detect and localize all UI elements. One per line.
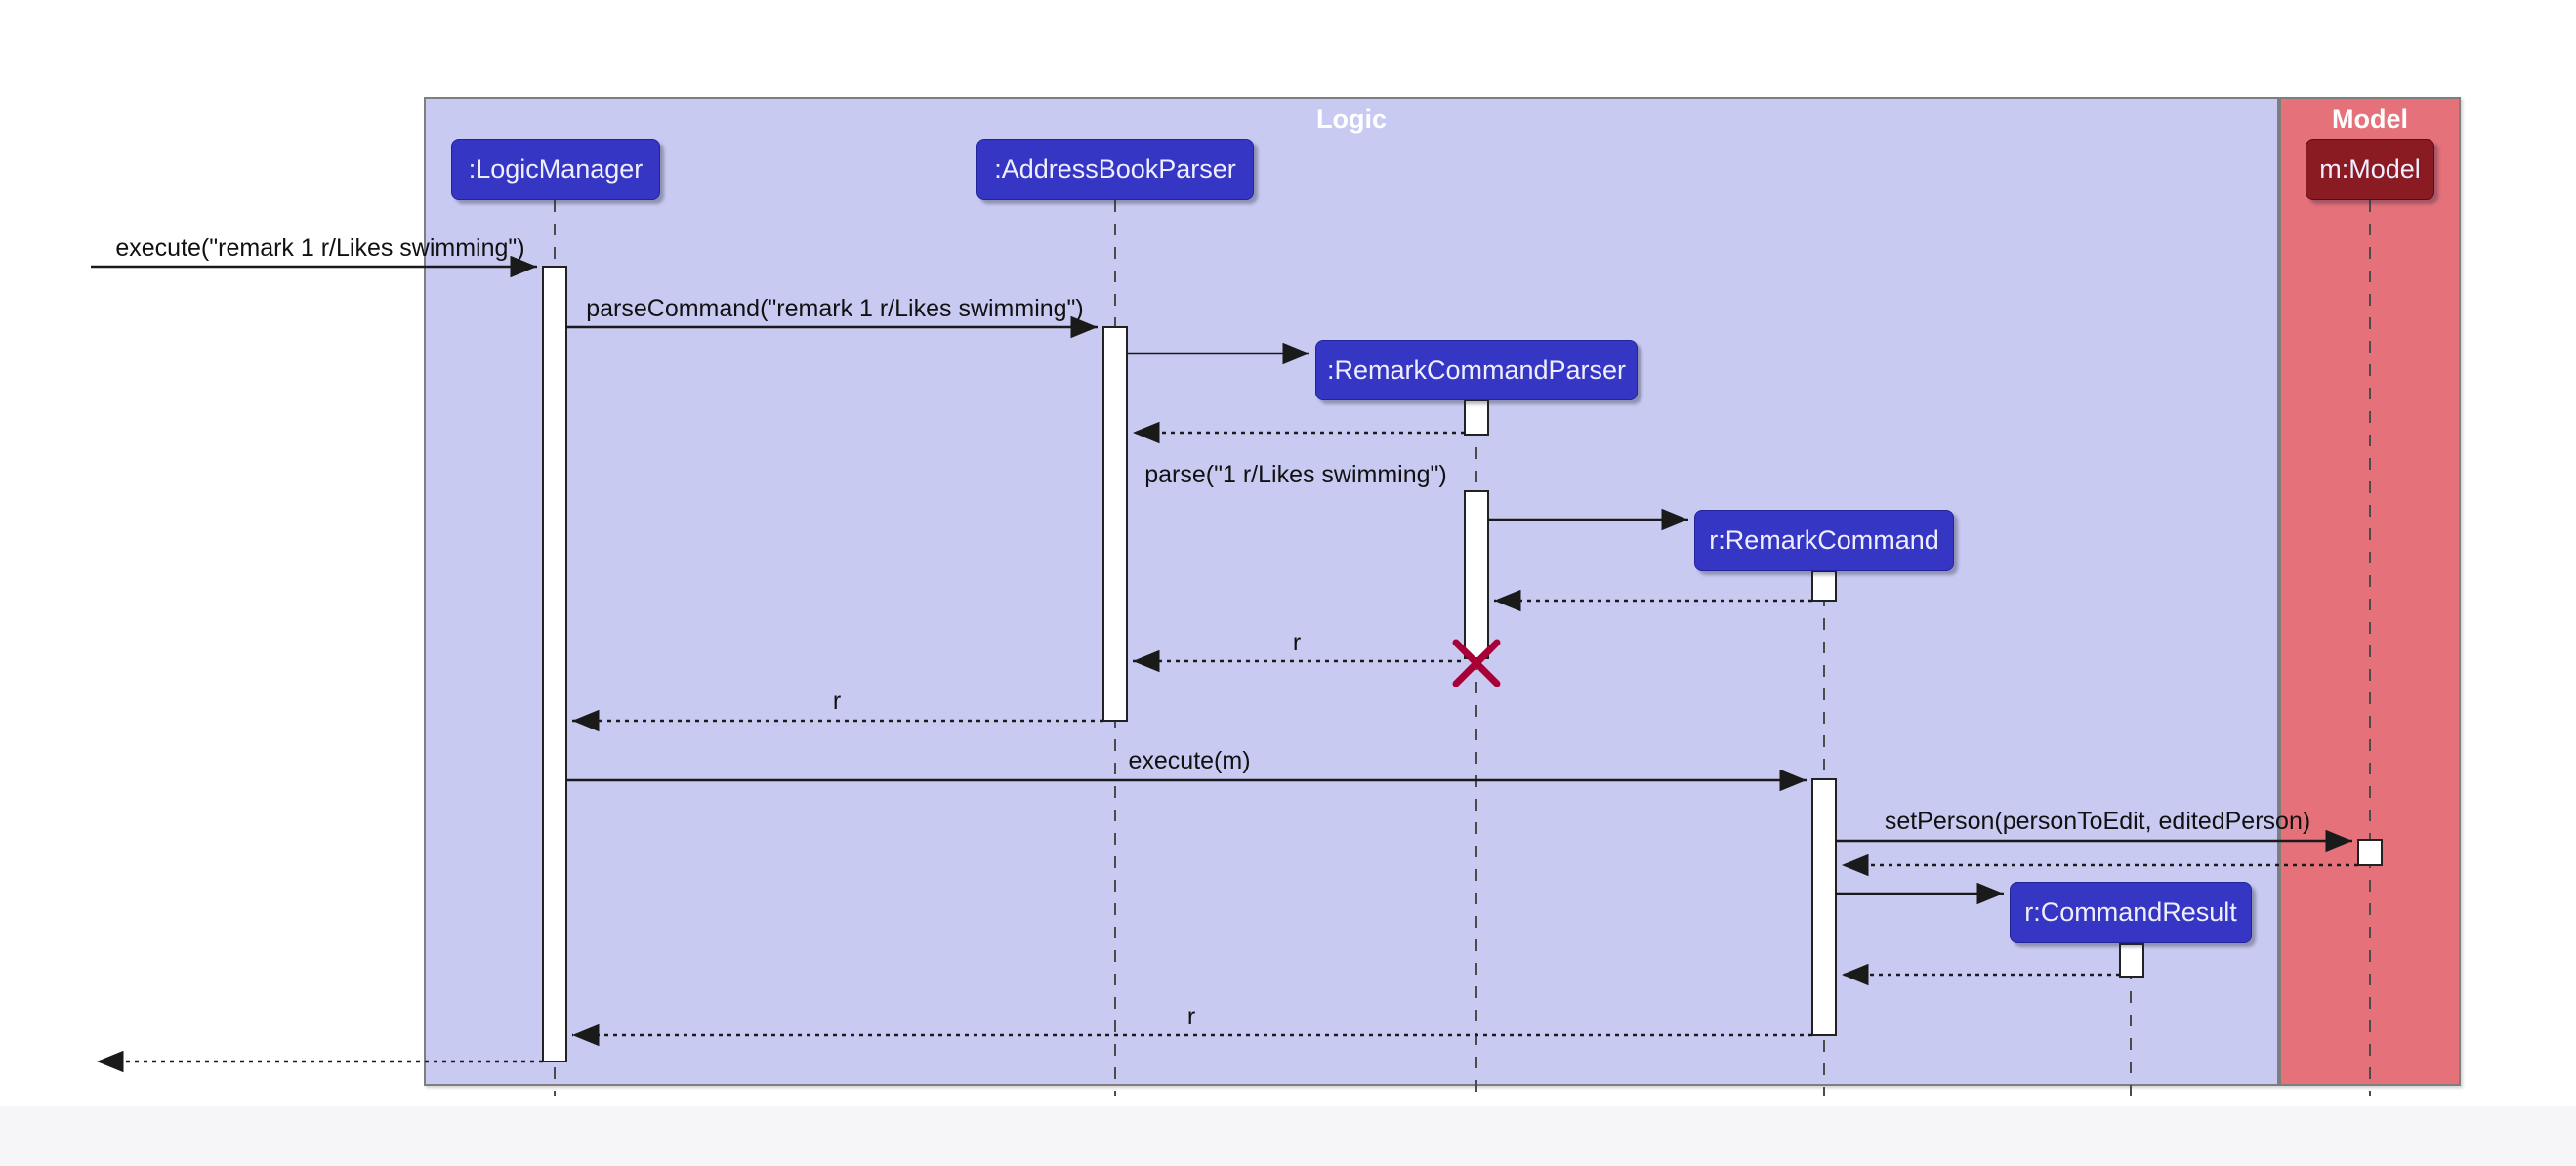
logic-frame-title: Logic bbox=[1316, 104, 1387, 134]
model-frame-title: Model bbox=[2332, 104, 2408, 134]
message-label-return-r-command: r bbox=[1186, 1003, 1196, 1030]
page-bottom-strip bbox=[0, 1106, 2576, 1166]
logic-frame: Logic bbox=[424, 97, 2279, 1086]
participant-remark-command: r:RemarkCommand bbox=[1694, 510, 1954, 571]
participant-model-label: m:Model bbox=[2319, 154, 2421, 184]
destroy-x-icon bbox=[1452, 639, 1501, 687]
model-frame: Model bbox=[2279, 97, 2461, 1086]
message-label-execute-user: execute("remark 1 r/Likes swimming") bbox=[115, 234, 525, 262]
participant-command-result: r:CommandResult bbox=[2010, 882, 2252, 943]
participant-logic-manager: :LogicManager bbox=[451, 139, 660, 200]
message-label-set-person: setPerson(personToEdit, editedPerson) bbox=[1884, 808, 2311, 835]
solid-arrows bbox=[91, 255, 2352, 905]
activation-bars bbox=[542, 266, 2383, 1062]
message-label-parse-command: parseCommand("remark 1 r/Likes swimming"… bbox=[586, 295, 1084, 322]
message-label-return-r-parser: r bbox=[1292, 629, 1302, 656]
participant-address-book-parser-label: :AddressBookParser bbox=[994, 154, 1236, 184]
participant-command-result-label: r:CommandResult bbox=[2024, 897, 2237, 927]
participant-address-book-parser: :AddressBookParser bbox=[976, 139, 1254, 200]
return-arrows bbox=[97, 421, 2358, 1073]
message-label-execute-m: execute(m) bbox=[1128, 747, 1251, 774]
participant-remark-command-label: r:RemarkCommand bbox=[1709, 525, 1939, 555]
participant-remark-command-parser-label: :RemarkCommandParser bbox=[1326, 354, 1627, 385]
participant-logic-manager-label: :LogicManager bbox=[468, 154, 644, 184]
participant-remark-command-parser: :RemarkCommandParser bbox=[1315, 340, 1638, 400]
message-label-parse: parse("1 r/Likes swimming") bbox=[1144, 461, 1447, 488]
message-label-return-r-abp: r bbox=[832, 687, 842, 715]
participant-model: m:Model bbox=[2306, 139, 2434, 200]
